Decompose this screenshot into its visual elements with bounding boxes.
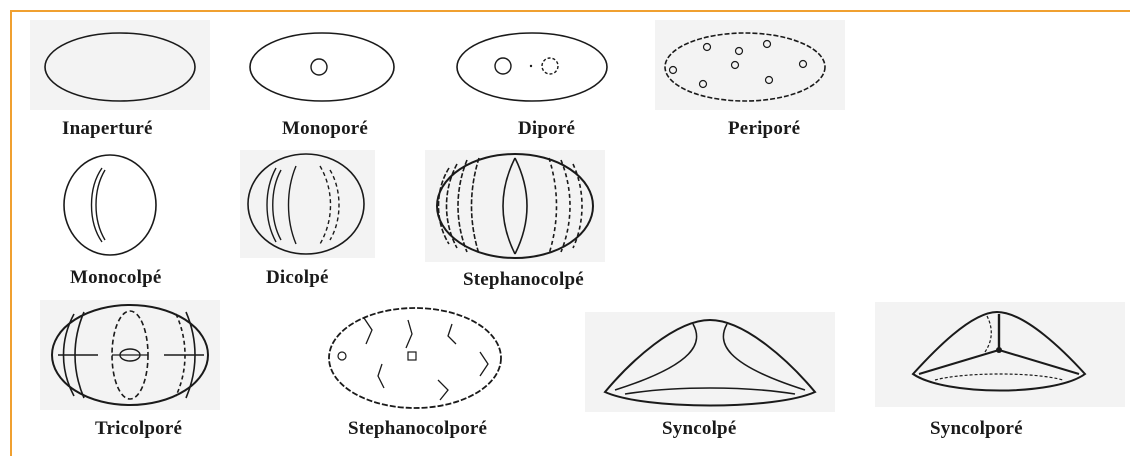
label-monocolpe: Monocolpé: [70, 267, 162, 289]
peripore-figure: [655, 20, 845, 110]
inaperture-figure: [30, 20, 210, 110]
frame-left-border: [10, 10, 12, 456]
frame-top-border: [10, 10, 1130, 12]
label-dicolpe: Dicolpé: [266, 267, 329, 289]
label-monopore: Monoporé: [282, 118, 368, 140]
monocolpe-figure: [50, 150, 170, 260]
stephanocolpore-figure: [320, 300, 510, 415]
label-dipore: Diporé: [518, 118, 575, 140]
label-syncolpe: Syncolpé: [662, 418, 736, 440]
dicolpe-figure: [240, 150, 375, 258]
dipore-figure: [445, 20, 625, 110]
syncolpe-figure: [585, 312, 835, 412]
label-peripore: Periporé: [728, 118, 800, 140]
label-inaperture: Inaperturé: [62, 118, 153, 140]
stephanocolpe-figure: [425, 150, 605, 262]
label-stephanocolpe: Stephanocolpé: [463, 269, 584, 291]
label-tricolpore: Tricolporé: [95, 418, 182, 440]
label-stephanocolpore: Stephanocolporé: [348, 418, 487, 440]
tricolpore-figure: [40, 300, 220, 410]
syncolpore-figure: [875, 302, 1125, 407]
monopore-figure: [235, 20, 415, 110]
label-syncolpore: Syncolporé: [930, 418, 1023, 440]
